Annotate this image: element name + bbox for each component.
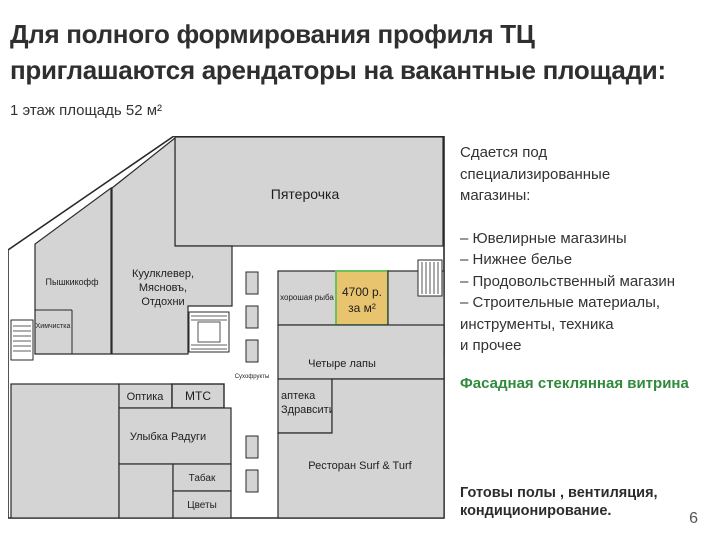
floor-plan: Пятерочка Пышкикофф Химчистка Куулклевер… xyxy=(8,136,445,519)
label-mts: МТС xyxy=(185,389,211,403)
list-item: – Ювелирные магазины xyxy=(460,229,627,247)
vacant-price: 4700 р. xyxy=(342,285,382,299)
intro-line-2: магазины: xyxy=(460,187,531,204)
store-pyshkikoff xyxy=(34,186,112,355)
store-kuulklever xyxy=(111,136,233,355)
store-apteka xyxy=(277,378,333,434)
list-item: – Строительные материалы, xyxy=(460,294,661,311)
vacant-unit-label: за м² xyxy=(348,301,376,315)
intro-line-1: Сдается под специализированные xyxy=(460,144,611,183)
label-himchistka: Химчистка xyxy=(36,323,71,330)
store-cvety xyxy=(172,490,232,519)
page-title: Для полного формирования профиля ТЦ приг… xyxy=(10,16,690,88)
label-horoshaya-ryba: хорошая рыба xyxy=(280,293,334,302)
store-pyaterochka xyxy=(174,136,444,247)
label-chetyre-lapy: Четыре лапы xyxy=(308,358,376,370)
label-apteka-1: аптека xyxy=(281,390,316,402)
label-optika: Оптика xyxy=(127,391,165,403)
highlight-text: Фасадная стеклянная витрина xyxy=(460,374,689,392)
list-item: – Нижнее белье xyxy=(460,251,573,268)
label-pyshkikoff: Пышкикофф xyxy=(46,277,100,287)
label-pyaterochka: Пятерочка xyxy=(271,186,340,202)
title-line-1: Для полного формирования профиля ТЦ xyxy=(10,19,535,49)
title-line-2: приглашаются арендаторы на вакантные пло… xyxy=(10,55,666,85)
store-horoshaya-ryba xyxy=(277,270,337,326)
list-item: и прочее xyxy=(460,337,522,354)
list-item: – Продовольственный магазин xyxy=(460,272,676,290)
label-cvety: Цветы xyxy=(187,500,217,511)
store-restoran xyxy=(277,378,445,519)
floor-info: 1 этаж площадь 52 м² xyxy=(10,102,163,119)
label-apteka-2: Здравсити xyxy=(281,404,335,416)
bottom-note-line-1: Готовы полы , вентиляция, xyxy=(460,485,658,501)
stairs-left xyxy=(10,319,34,361)
bottom-note-line-2: кондиционирование. xyxy=(460,503,612,519)
label-kuulklever-2: Мясновъ, xyxy=(139,282,187,294)
label-suhofrukty: Сухофрукты xyxy=(235,374,270,380)
vacant-unit xyxy=(335,270,389,326)
info-panel: Сдается под специализированные магазины:… xyxy=(460,142,700,394)
store-chetyre-lapy xyxy=(277,324,445,380)
page-number: 6 xyxy=(689,510,698,527)
label-kuulklever-3: Отдохни xyxy=(141,296,184,308)
label-tabak: Табак xyxy=(189,472,216,484)
store-lower-left xyxy=(118,463,174,519)
label-restoran: Ресторан Surf & Turf xyxy=(308,460,412,472)
label-ulybka-radugi: Улыбка Радуги xyxy=(130,431,206,443)
bottom-note: Готовы полы , вентиляция, кондиционирова… xyxy=(460,484,700,520)
store-left-bottom xyxy=(10,383,120,519)
label-kuulklever-1: Куулклевер, xyxy=(132,268,194,280)
list-item: инструменты, техника xyxy=(460,315,614,333)
